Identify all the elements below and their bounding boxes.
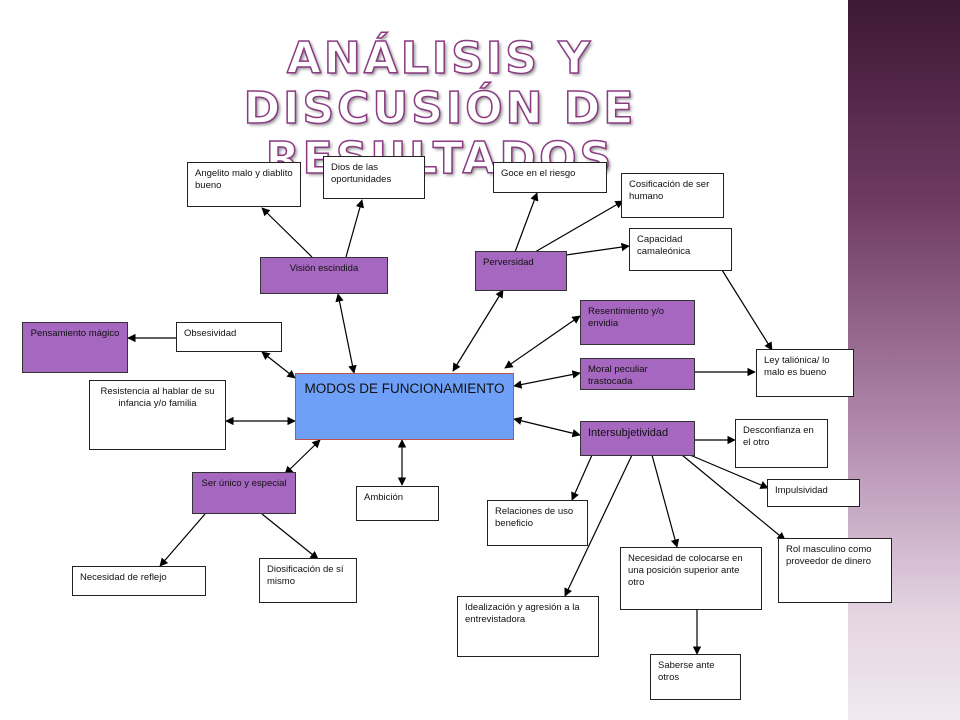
link-serunico-reflejo: [159, 513, 206, 567]
link-inter-rol: [681, 454, 786, 541]
node-pensamiento: Pensamiento mágico: [22, 322, 128, 373]
node-resistencia: Resistencia al hablar de su infancia y/o…: [89, 380, 226, 450]
page-title: ANÁLISIS Y DISCUSIÓN DE RESULTADOS: [243, 33, 637, 185]
node-angelito: Angelito malo y diablito bueno: [187, 162, 301, 207]
node-resentimiento: Resentimiento y/o envidia: [580, 300, 695, 345]
link-inter-colocarse: [651, 454, 680, 548]
link-perversidad-cosificacion: [534, 200, 624, 253]
node-desconfianza: Desconfianza en el otro: [735, 419, 828, 468]
link-inter-idealizacion: [564, 454, 633, 597]
node-relaciones: Relaciones de uso beneficio: [487, 500, 588, 546]
link-central-serunico: [284, 439, 321, 475]
link-perversidad-goce: [514, 192, 539, 253]
link-inter-impulsividad: [689, 454, 769, 489]
node-intersubjetividad: Intersubjetividad: [580, 421, 695, 456]
link-central-moral: [513, 370, 581, 389]
link-serunico-diosificacion: [261, 513, 319, 560]
node-impulsividad: Impulsividad: [767, 479, 860, 507]
link-central-vision: [335, 293, 357, 374]
link-central-resentimiento: [504, 315, 581, 369]
node-diosificacion: Diosificación de sí mismo: [259, 558, 357, 603]
node-saberse: Saberse ante otros: [650, 654, 741, 700]
link-vision-dios: [345, 199, 365, 258]
link-perversidad-camaleonica: [565, 242, 630, 256]
node-goce: Goce en el riesgo: [493, 162, 607, 193]
link-central-perversidad: [452, 289, 504, 372]
link-inter-relaciones: [571, 454, 593, 501]
node-talionica: Ley taliónica/ lo malo es bueno: [756, 349, 854, 397]
node-cosificacion: Cosificación de ser humano: [621, 173, 724, 218]
node-camaleonica: Capacidad camaleónica: [629, 228, 732, 271]
central-node: MODOS DE FUNCIONAMIENTO: [295, 373, 514, 440]
node-vision: Visión escindida: [260, 257, 388, 294]
node-colocarse: Necesidad de colocarse en una posición s…: [620, 547, 762, 610]
node-moral: Moral peculiar trastocada: [580, 358, 695, 390]
link-vision-angelito: [261, 207, 313, 258]
node-reflejo: Necesidad de reflejo: [72, 566, 206, 596]
node-serunico: Ser único y especial: [192, 472, 296, 514]
node-idealizacion: Idealización y agresión a la entrevistad…: [457, 596, 599, 657]
link-central-intersubjetividad: [513, 416, 581, 438]
node-obsesividad: Obsesividad: [176, 322, 282, 352]
node-ambicion: Ambición: [356, 486, 439, 521]
node-perversidad: Perversidad: [475, 251, 567, 291]
link-camaleonica-talionica: [721, 269, 773, 351]
node-dios: Dios de las oportunidades: [323, 156, 425, 199]
node-rol: Rol masculino como proveedor de dinero: [778, 538, 892, 603]
link-central-obsesividad: [261, 351, 296, 379]
